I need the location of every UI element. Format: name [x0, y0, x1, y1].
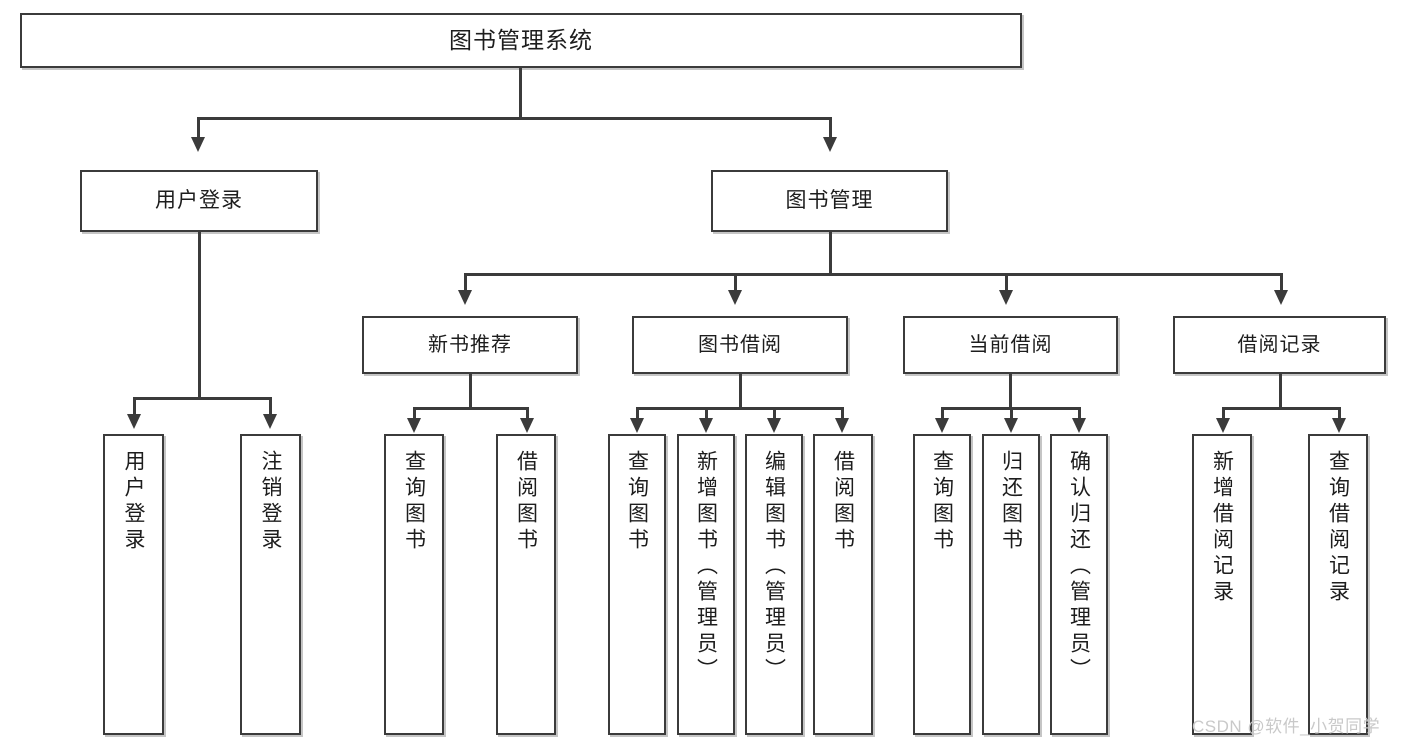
- connector-nbr-trunk: [469, 374, 472, 408]
- arrow-to-leaf-add-book: [699, 418, 713, 433]
- node-new-book-recommend-label: 新书推荐: [428, 333, 512, 356]
- arrow-to-leaf-return-book: [1004, 418, 1018, 433]
- node-current-borrow-label: 当前借阅: [968, 333, 1053, 356]
- arrow-to-leaf-borrow-book-2: [835, 418, 849, 433]
- connector-cb-down-3: [1078, 407, 1081, 419]
- node-leaf-confirm-return-label: 确认归还（管理员）: [1067, 450, 1091, 684]
- node-leaf-edit-book-label: 编辑图书（管理员）: [762, 450, 786, 684]
- node-leaf-borrow-book-1-label: 借阅图书: [514, 450, 538, 554]
- connector-book-manage-bus: [464, 273, 1280, 276]
- arrow-to-leaf-logout-login: [263, 414, 277, 429]
- arrow-to-leaf-query-book-2: [630, 418, 644, 433]
- node-leaf-query-record-label: 查询借阅记录: [1326, 450, 1350, 606]
- connector-root-bus: [197, 117, 831, 120]
- node-leaf-query-book-1[interactable]: 查询图书: [384, 434, 444, 735]
- node-leaf-confirm-return[interactable]: 确认归还（管理员）: [1050, 434, 1108, 735]
- connector-bb-down-1: [636, 407, 639, 419]
- arrow-to-leaf-edit-book: [767, 418, 781, 433]
- node-leaf-logout-login-label: 注销登录: [259, 450, 282, 554]
- arrow-to-leaf-borrow-book-1: [520, 418, 534, 433]
- connector-bb-bus: [636, 407, 843, 410]
- node-leaf-add-book[interactable]: 新增图书（管理员）: [677, 434, 735, 735]
- node-leaf-query-book-2[interactable]: 查询图书: [608, 434, 666, 735]
- connector-cb-trunk: [1009, 374, 1012, 408]
- arrow-root-to-book-manage: [823, 137, 837, 152]
- connector-bb-down-2: [705, 407, 708, 419]
- node-user-login[interactable]: 用户登录: [80, 170, 318, 232]
- node-book-borrow-label: 图书借阅: [698, 333, 782, 356]
- node-borrow-record-label: 借阅记录: [1237, 333, 1322, 356]
- node-current-borrow[interactable]: 当前借阅: [903, 316, 1118, 374]
- connector-user-login-down-1: [133, 397, 136, 415]
- connector-br-trunk: [1279, 374, 1282, 408]
- connector-bm-down-3: [1005, 273, 1008, 291]
- connector-user-login-trunk: [198, 232, 201, 398]
- node-leaf-add-record-label: 新增借阅记录: [1210, 450, 1234, 606]
- arrow-to-leaf-add-record: [1216, 418, 1230, 433]
- connector-bb-down-3: [773, 407, 776, 419]
- connector-nbr-down-2: [526, 407, 529, 419]
- connector-root-to-user-login: [197, 117, 200, 139]
- node-book-borrow[interactable]: 图书借阅: [632, 316, 848, 374]
- arrow-to-leaf-user-login: [127, 414, 141, 429]
- connector-root-trunk: [519, 68, 522, 118]
- connector-user-login-bus: [133, 397, 270, 400]
- node-root-label: 图书管理系统: [449, 27, 593, 54]
- node-leaf-return-book[interactable]: 归还图书: [982, 434, 1040, 735]
- node-leaf-user-login-label: 用户登录: [122, 450, 145, 554]
- arrow-to-new-book-recommend: [458, 290, 472, 305]
- connector-br-bus: [1222, 407, 1340, 410]
- arrow-to-leaf-query-record: [1332, 418, 1346, 433]
- connector-bm-down-2: [734, 273, 737, 291]
- node-leaf-add-book-label: 新增图书（管理员）: [694, 450, 718, 684]
- connector-bb-down-4: [841, 407, 844, 419]
- arrow-to-leaf-confirm-return: [1072, 418, 1086, 433]
- node-user-login-label: 用户登录: [155, 188, 243, 212]
- connector-br-down-1: [1222, 407, 1225, 419]
- node-borrow-record[interactable]: 借阅记录: [1173, 316, 1386, 374]
- node-leaf-query-book-1-label: 查询图书: [402, 450, 426, 554]
- arrow-to-borrow-record: [1274, 290, 1288, 305]
- node-leaf-query-record[interactable]: 查询借阅记录: [1308, 434, 1368, 735]
- connector-user-login-down-2: [269, 397, 272, 415]
- arrow-to-leaf-query-book-1: [407, 418, 421, 433]
- connector-bm-down-4: [1280, 273, 1283, 291]
- node-leaf-borrow-book-2-label: 借阅图书: [831, 450, 855, 554]
- connector-nbr-bus: [413, 407, 528, 410]
- connector-br-down-2: [1338, 407, 1341, 419]
- node-new-book-recommend[interactable]: 新书推荐: [362, 316, 578, 374]
- connector-cb-down-1: [941, 407, 944, 419]
- node-leaf-query-book-3-label: 查询图书: [930, 450, 954, 554]
- node-leaf-add-record[interactable]: 新增借阅记录: [1192, 434, 1252, 735]
- arrow-to-current-borrow: [999, 290, 1013, 305]
- node-book-manage[interactable]: 图书管理: [711, 170, 948, 232]
- arrow-to-book-borrow: [728, 290, 742, 305]
- node-leaf-user-login[interactable]: 用户登录: [103, 434, 164, 735]
- connector-nbr-down-1: [413, 407, 416, 419]
- node-leaf-query-book-3[interactable]: 查询图书: [913, 434, 971, 735]
- node-book-manage-label: 图书管理: [785, 188, 874, 212]
- node-root[interactable]: 图书管理系统: [20, 13, 1022, 68]
- connector-cb-down-2: [1010, 407, 1013, 419]
- arrow-to-leaf-query-book-3: [935, 418, 949, 433]
- connector-book-manage-trunk: [829, 232, 832, 274]
- node-leaf-borrow-book-2[interactable]: 借阅图书: [813, 434, 873, 735]
- node-leaf-return-book-label: 归还图书: [999, 450, 1023, 554]
- connector-root-to-book-manage: [829, 117, 832, 139]
- connector-bb-trunk: [739, 374, 742, 408]
- node-leaf-logout-login[interactable]: 注销登录: [240, 434, 301, 735]
- node-leaf-query-book-2-label: 查询图书: [625, 450, 649, 554]
- csdn-watermark: CSDN @软件_小贺同学: [1192, 717, 1381, 736]
- connector-bm-down-1: [464, 273, 467, 291]
- node-leaf-edit-book[interactable]: 编辑图书（管理员）: [745, 434, 803, 735]
- arrow-root-to-user-login: [191, 137, 205, 152]
- node-leaf-borrow-book-1[interactable]: 借阅图书: [496, 434, 556, 735]
